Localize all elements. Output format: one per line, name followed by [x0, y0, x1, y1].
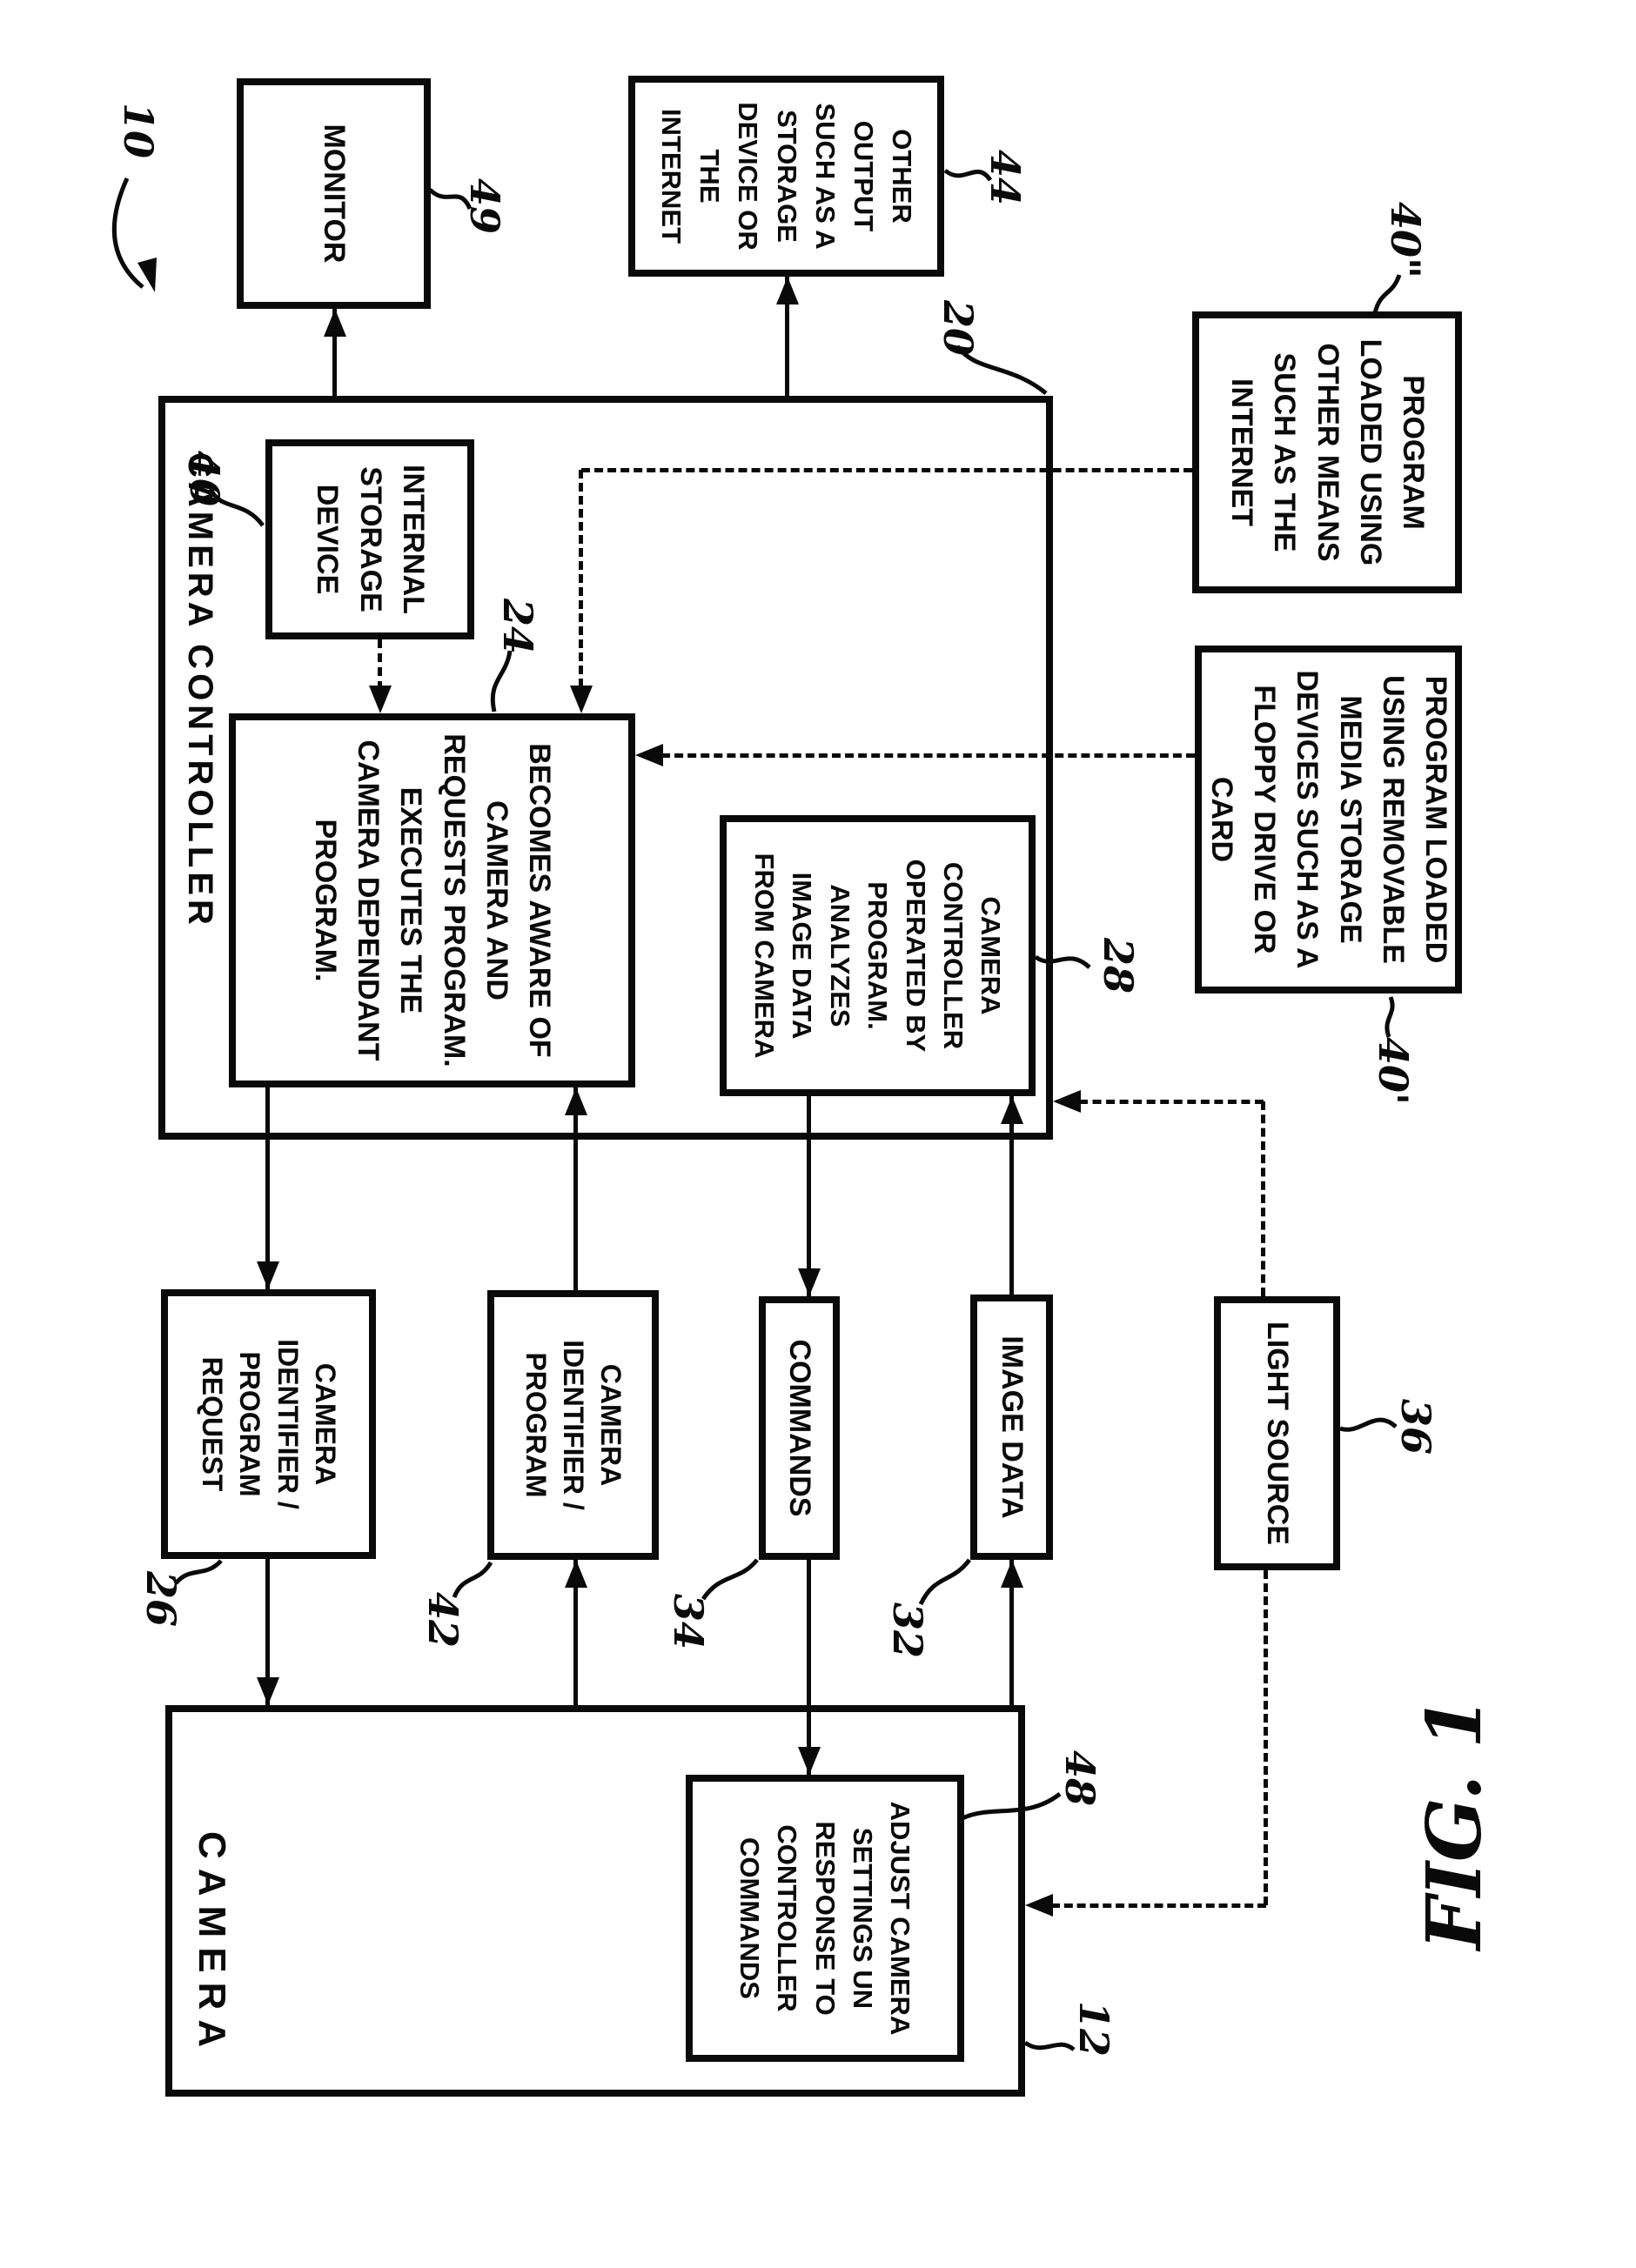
leader-40	[208, 487, 265, 527]
leader-34	[701, 1558, 759, 1601]
leader-48	[961, 1792, 1062, 1821]
system-arrowhead	[137, 258, 157, 292]
leader-40-prime	[1385, 996, 1395, 1038]
leader-26	[174, 1559, 223, 1585]
leader-32	[918, 1558, 972, 1606]
leader-28	[1034, 954, 1091, 969]
leader-12	[1023, 2040, 1076, 2052]
leader-24	[490, 650, 513, 713]
leader-49	[428, 188, 473, 211]
system-arrow-curve	[111, 177, 144, 289]
leader-40-doubleprime	[1372, 274, 1402, 314]
leader-42	[452, 1561, 493, 1599]
leader-36	[1339, 1417, 1398, 1432]
leader-20	[955, 345, 1048, 395]
leader-44	[943, 168, 993, 182]
